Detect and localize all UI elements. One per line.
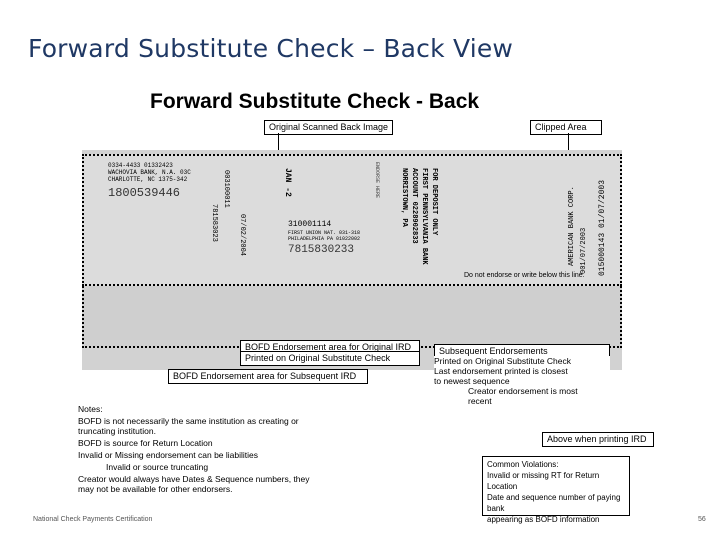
subsequent-detail-line: Printed on Original Substitute Check bbox=[434, 356, 572, 366]
document-title: Forward Substitute Check - Back bbox=[150, 90, 480, 113]
right-vertical-stamp: 001/07/2003 bbox=[580, 227, 588, 274]
bank-stamp-line: 0334-4433 01332423 bbox=[108, 162, 173, 169]
subsequent-detail-line: to newest sequence bbox=[434, 376, 510, 386]
deposit-stamp: FIRST PENNSYLVANIA BANK bbox=[420, 168, 428, 265]
note-item: truncating institution. bbox=[78, 426, 156, 436]
phila-line: FIRST UNION NAT. 031-318 bbox=[288, 230, 361, 236]
bank-number: 1800539446 bbox=[108, 186, 181, 200]
callout-bofd-subsequent: BOFD Endorsement area for Subsequent IRD bbox=[168, 369, 368, 384]
callout-clipped-area: Clipped Area bbox=[530, 120, 602, 135]
violation-item: Invalid or missing RT for Return Locatio… bbox=[487, 471, 600, 491]
note-item: BOFD is source for Return Location bbox=[78, 438, 213, 448]
subsequent-detail: Printed on Original Substitute Check Las… bbox=[434, 356, 610, 406]
callout-above-printing: Above when printing IRD bbox=[542, 432, 654, 447]
note-item: Invalid or source truncating bbox=[106, 462, 209, 472]
bank-stamp-line: WACHOVIA BANK, N.A. 03C bbox=[108, 169, 191, 176]
endorse-vertical: ENDORSE HERE bbox=[374, 162, 380, 199]
callout-printed-original: Printed on Original Substitute Check bbox=[240, 351, 420, 366]
bank-stamp-line: CHARLOTTE, NC 1375-342 bbox=[108, 176, 188, 183]
date-stamp-vertical: JAN -2 bbox=[283, 168, 292, 197]
right-vertical-stamp: 015000143 01/07/2003 bbox=[598, 179, 607, 276]
notes-heading: Notes: bbox=[78, 404, 103, 414]
clipped-area bbox=[82, 286, 622, 348]
original-scanned-back-image: 0334-4433 01332423 WACHOVIA BANK, N.A. 0… bbox=[82, 154, 622, 286]
subsequent-detail-line: Creator endorsement is most bbox=[468, 386, 578, 396]
callout-original-scanned: Original Scanned Back Image bbox=[264, 120, 394, 135]
left-vertical-number: 003100011 bbox=[222, 170, 230, 208]
callout-pointer bbox=[568, 133, 569, 153]
note-item: BOFD is not necessarily the same institu… bbox=[78, 416, 299, 426]
deposit-stamp: FOR DEPOSIT ONLY bbox=[430, 168, 438, 236]
left-vertical-number: 781583023 bbox=[210, 204, 218, 242]
violations-heading: Common Violations: bbox=[487, 460, 559, 469]
do-not-endorse-line: Do not endorse or write below this line. bbox=[464, 272, 585, 279]
note-item: Invalid or Missing endorsement can be li… bbox=[78, 450, 259, 460]
deposit-stamp: NORRISTOWN, PA bbox=[400, 168, 408, 227]
document-figure: Forward Substitute Check - Back Original… bbox=[78, 86, 654, 524]
subsequent-detail-line: recent bbox=[468, 396, 492, 406]
phila-line: PHILADELPHIA PA 01022002 bbox=[288, 236, 361, 242]
notes-section: Notes: BOFD is not necessarily the same … bbox=[78, 404, 328, 496]
footer-text: National Check Payments Certification bbox=[33, 516, 153, 523]
note-item: Creator would always have Dates & Sequen… bbox=[78, 474, 310, 484]
right-vertical-stamp: AMERICAN BANK CORP. bbox=[568, 186, 576, 266]
routing-number: 310001114 bbox=[288, 220, 332, 229]
date-vertical: 07/02/2004 bbox=[238, 214, 246, 257]
common-violations-box: Common Violations: Invalid or missing RT… bbox=[482, 456, 630, 524]
violation-item: appearing as BOFD information bbox=[487, 515, 600, 524]
page-number: 56 bbox=[698, 516, 706, 523]
violation-item: Date and sequence number of paying bank bbox=[487, 493, 621, 513]
deposit-stamp: ACCOUNT 0228902833 bbox=[410, 168, 418, 244]
slide-title: Forward Substitute Check – Back View bbox=[28, 34, 514, 63]
scanned-check-area: 0334-4433 01332423 WACHOVIA BANK, N.A. 0… bbox=[82, 150, 622, 370]
note-item: may not be available for other endorsers… bbox=[78, 484, 233, 494]
subsequent-detail-line: Last endorsement printed is closest bbox=[434, 366, 568, 376]
mid-number: 7815830233 bbox=[288, 244, 355, 256]
